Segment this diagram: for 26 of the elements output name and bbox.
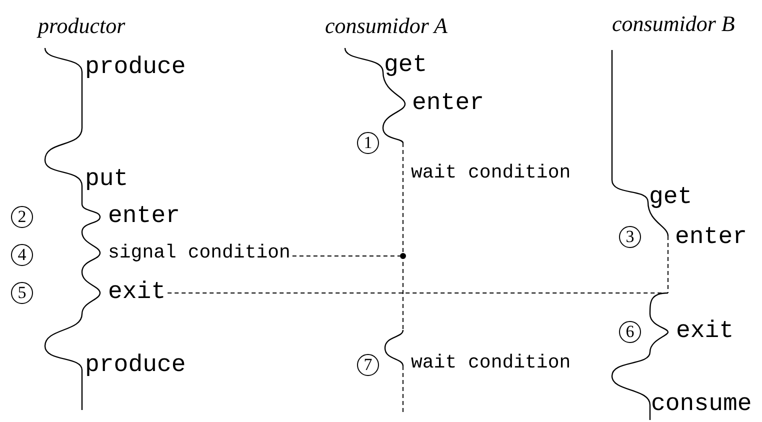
- callout-number: 1: [357, 132, 379, 154]
- step-label: enter: [412, 92, 484, 116]
- callout-number: 5: [11, 282, 33, 304]
- junction-dot: [400, 253, 406, 259]
- callout-number: 7: [357, 354, 379, 376]
- step-label: exit: [676, 320, 734, 344]
- step-label: produce: [85, 354, 186, 378]
- callout-number: 2: [11, 206, 33, 228]
- step-label: put: [85, 168, 128, 192]
- lane-title: productor: [38, 15, 126, 37]
- connector-line: [167, 292, 668, 294]
- callout-number: 3: [619, 226, 641, 248]
- step-label: consume: [651, 393, 752, 417]
- step-label: exit: [108, 281, 166, 305]
- step-label: enter: [675, 226, 748, 250]
- lane-title: consumidor B: [612, 13, 735, 35]
- step-label: enter: [108, 205, 180, 229]
- step-label: produce: [85, 56, 186, 80]
- step-label: get: [649, 186, 692, 210]
- lane-title: consumidor A: [325, 15, 448, 37]
- callout-number: 6: [619, 321, 641, 343]
- callout-number: 4: [11, 244, 33, 266]
- step-label: wait condition: [411, 164, 571, 182]
- step-label: signal condition: [108, 244, 290, 262]
- step-label: wait condition: [411, 354, 571, 372]
- step-label: get: [384, 54, 428, 78]
